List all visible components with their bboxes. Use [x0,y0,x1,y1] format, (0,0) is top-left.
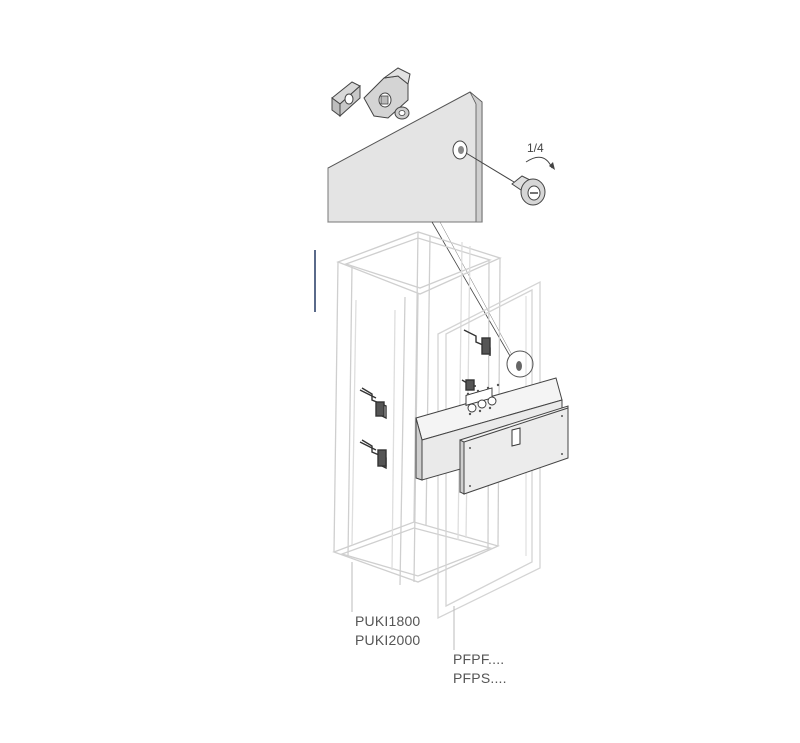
bracket-right-upper [463,329,491,356]
detail-inset [327,67,555,223]
rotation-label: 1/4 [527,141,544,155]
panel-hole [452,140,468,160]
bracket-left-upper [359,387,387,420]
panel-slot [511,427,521,447]
quarter-turn-screw [465,152,546,206]
bracket-left-lower [359,439,387,470]
kit-code-2: PUKI2000 [355,632,421,648]
bracket-right-lower [461,379,476,391]
detail-leader-line [431,221,511,357]
hinge-bracket [331,67,411,119]
panel-code-2: PFPS.... [453,670,507,686]
rotation-arrow-icon [525,156,555,170]
kit-code-1: PUKI1800 [355,613,421,629]
front-panel [459,405,569,495]
panel-code-1: PFPF.... [453,651,505,667]
mounting-brackets [359,329,491,470]
detail-circle [506,350,534,378]
washer [394,106,410,120]
